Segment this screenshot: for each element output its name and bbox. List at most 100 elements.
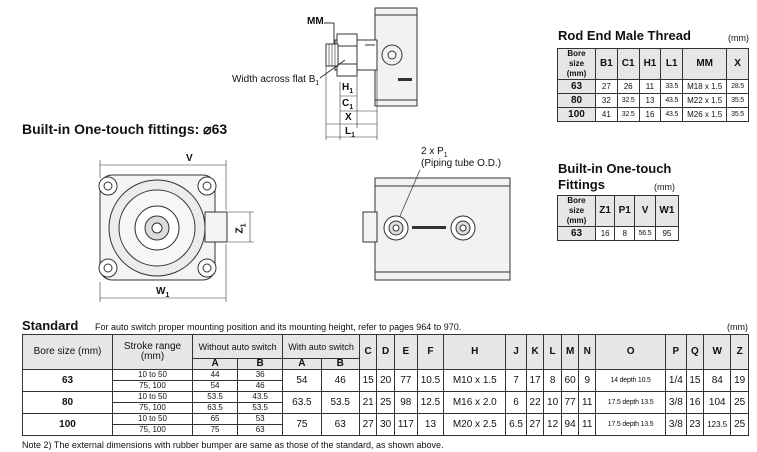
standard-header-q: Q xyxy=(685,334,705,370)
standard-with-a: 75 xyxy=(282,413,322,436)
standard-value-f: 12.5 xyxy=(416,391,445,414)
table-cell: 32.5 xyxy=(616,93,640,108)
standard-value-z: 25 xyxy=(730,413,749,436)
standard-without-a: 65 xyxy=(191,413,239,425)
w1-sub: 1 xyxy=(165,292,170,299)
standard-header-wo-b: B xyxy=(237,358,284,370)
table-cell: 27 xyxy=(595,79,618,94)
standard-stroke-range: 10 to 50 xyxy=(112,391,193,403)
standard-value-c: 27 xyxy=(358,413,378,436)
standard-value-l: 12 xyxy=(543,413,562,436)
fittings-header-v: V xyxy=(634,195,656,227)
fittings-bore-63: 63 xyxy=(557,226,596,241)
p1-text: 2 x P xyxy=(421,146,444,157)
standard-without-b: 53 xyxy=(237,413,284,425)
standard-without-a: 53.5 xyxy=(191,391,239,403)
standard-stroke-range: 75, 100 xyxy=(112,380,193,392)
standard-header-w-b: B xyxy=(320,358,360,370)
standard-stroke-range: 75, 100 xyxy=(112,424,193,436)
c1-label: C1 xyxy=(342,98,353,111)
standard-value-z: 19 xyxy=(730,369,749,392)
l1-text: L xyxy=(345,126,352,137)
standard-value-j: 6 xyxy=(505,391,527,414)
builtin-title: Built-in One-touch fittings: ⌀63 xyxy=(22,121,228,137)
standard-header-l: L xyxy=(543,334,562,370)
standard-value-k: 22 xyxy=(525,391,545,414)
rod-end-header-x: X xyxy=(726,48,749,80)
standard-value-h: M10 x 1.5 xyxy=(443,369,507,392)
rod-end-bore-63: 63 xyxy=(557,79,596,94)
width-across-flat-sub: 1 xyxy=(315,80,320,87)
piping-label: (Piping tube O.D.) xyxy=(421,158,502,169)
fittings-header-z1: Z1 xyxy=(594,195,616,227)
rod-end-header-b1: B1 xyxy=(595,48,618,80)
standard-value-m: 60 xyxy=(560,369,580,392)
standard-value-m: 94 xyxy=(560,413,580,436)
standard-header-p: P xyxy=(665,334,687,370)
fittings-title-line2: Fittings xyxy=(558,177,605,192)
standard-title: Standard xyxy=(22,318,79,333)
standard-header-e: E xyxy=(393,334,418,370)
standard-value-l: 10 xyxy=(543,391,562,414)
table-row: 63 16 8 56.5 95 xyxy=(557,226,680,241)
table-cell: 16 xyxy=(594,226,616,241)
standard-value-j: 7 xyxy=(505,369,527,392)
standard-value-p: 1/4 xyxy=(665,369,687,392)
x-label: X xyxy=(345,112,352,123)
standard-without-a: 44 xyxy=(191,369,239,381)
fittings-unit: (mm) xyxy=(654,182,675,192)
standard-value-q: 16 xyxy=(685,391,705,414)
fittings-header-bore: Bore size (mm) xyxy=(557,195,596,227)
standard-header-h: H xyxy=(443,334,507,370)
table-row: 100 41 32.5 16 43.5 M26 x 1.5 35.5 xyxy=(557,107,749,122)
standard-header-with: With auto switch xyxy=(282,334,360,359)
standard-value-k: 27 xyxy=(525,413,545,436)
rod-end-bore-80: 80 xyxy=(557,93,596,108)
table-cell: 28.5 xyxy=(726,79,749,94)
standard-value-e: 98 xyxy=(393,391,418,414)
standard-stroke-range: 10 to 50 xyxy=(112,413,193,425)
table-cell: M18 x 1.5 xyxy=(682,79,728,94)
table-cell: 43.5 xyxy=(660,107,684,122)
standard-value-q: 23 xyxy=(685,413,705,436)
table-cell: M26 x 1.5 xyxy=(682,107,728,122)
standard-with-b: 53.5 xyxy=(320,391,360,414)
standard-value-w: 104 xyxy=(703,391,732,414)
standard-bore-size: 63 xyxy=(22,369,113,392)
standard-with-a: 54 xyxy=(282,369,322,392)
rod-end-unit: (mm) xyxy=(728,33,749,43)
fittings-table: Bore size (mm) Z1 P1 V W1 63 16 8 56.5 9… xyxy=(557,195,680,241)
standard-value-p: 3/8 xyxy=(665,413,687,436)
table-row: 63 27 26 11 33.5 M18 x 1.5 28.5 xyxy=(557,79,749,94)
table-cell: 56.5 xyxy=(634,226,656,241)
standard-with-a: 63.5 xyxy=(282,391,322,414)
standard-value-f: 10.5 xyxy=(416,369,445,392)
l1-label: L1 xyxy=(345,126,355,139)
rod-end-header-bore: Bore size (mm) xyxy=(557,48,596,80)
standard-header-row: Bore size (mm) Stroke range (mm) Without… xyxy=(22,334,749,370)
standard-value-m: 77 xyxy=(560,391,580,414)
standard-header-k: K xyxy=(525,334,545,370)
standard-subtitle: For auto switch proper mounting position… xyxy=(95,322,462,332)
standard-without-b: 43.5 xyxy=(237,391,284,403)
rod-end-header-l1: L1 xyxy=(660,48,684,80)
standard-without-b: 46 xyxy=(237,380,284,392)
fittings-header-p1: P1 xyxy=(614,195,636,227)
standard-header-z: Z xyxy=(730,334,749,370)
fittings-header-w1: W1 xyxy=(654,195,680,227)
standard-header-n: N xyxy=(578,334,597,370)
standard-header-wo-a: A xyxy=(191,358,239,370)
standard-value-f: 13 xyxy=(416,413,445,436)
standard-value-q: 15 xyxy=(685,369,705,392)
standard-without-b: 63 xyxy=(237,424,284,436)
standard-value-n: 11 xyxy=(578,391,597,414)
standard-value-d: 20 xyxy=(376,369,395,392)
h1-text: H xyxy=(342,82,350,93)
standard-header-c: C xyxy=(358,334,378,370)
standard-bore-size: 100 xyxy=(22,413,113,436)
width-across-flat-text: Width across flat B xyxy=(232,74,316,85)
standard-header-o: O xyxy=(595,334,667,370)
